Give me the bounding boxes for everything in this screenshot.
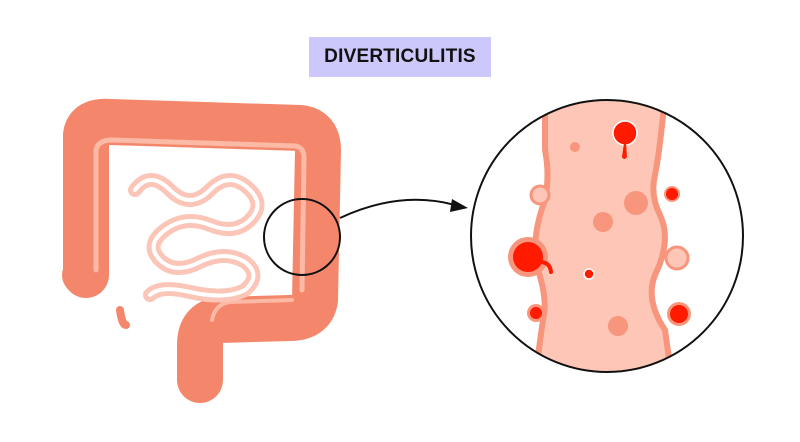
magnifier-circle <box>263 198 341 276</box>
large-intestine-illustration <box>62 98 341 403</box>
diverticula-closeup <box>508 100 691 372</box>
arrow-right <box>339 198 468 219</box>
small-intestine-illustration <box>128 173 265 303</box>
diagram-title: DIVERTICULITIS <box>309 37 491 77</box>
